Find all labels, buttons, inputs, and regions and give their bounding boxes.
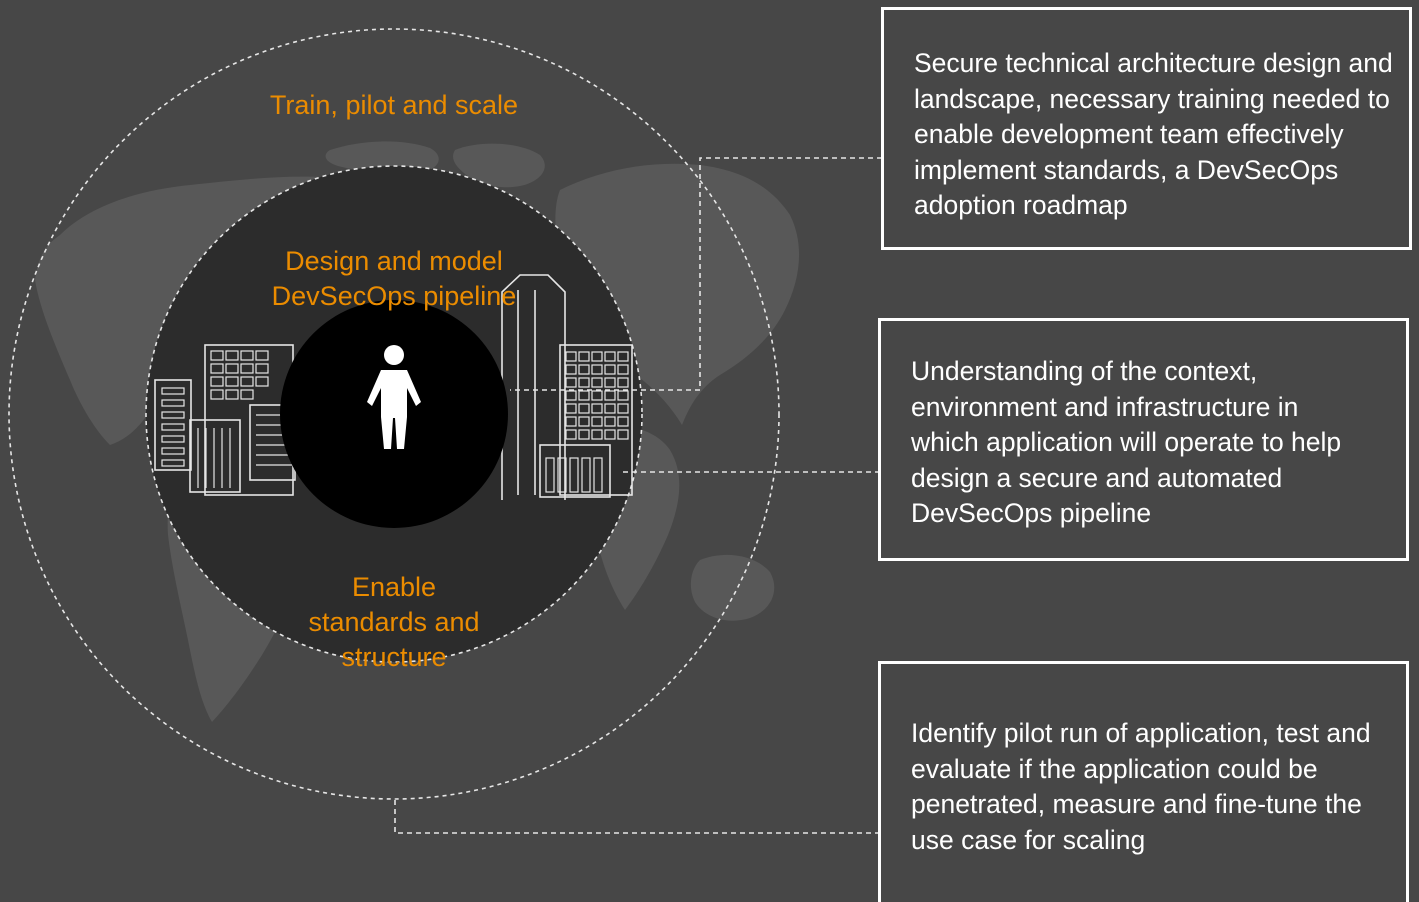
description-box-pilot: Identify pilot run of application, test … — [878, 661, 1409, 902]
description-text-context: Understanding of the context, environmen… — [911, 356, 1342, 528]
description-text-pilot: Identify pilot run of application, test … — [911, 718, 1371, 855]
outer-ring-label-text: Train, pilot and scale — [269, 90, 519, 120]
inner-ring-label: Enable standards and structure — [244, 535, 544, 675]
inner-ring-label-text: Enable standards and structure — [308, 572, 480, 672]
middle-ring-label: Design and model DevSecOps pipeline — [194, 209, 594, 314]
outer-ring — [8, 28, 780, 800]
description-box-architecture: Secure technical architecture design and… — [881, 7, 1412, 250]
description-box-context: Understanding of the context, environmen… — [878, 318, 1409, 561]
person-icon — [367, 345, 421, 449]
middle-ring-label-text: Design and model DevSecOps pipeline — [271, 246, 517, 311]
description-text-architecture: Secure technical architecture design and… — [914, 48, 1393, 220]
outer-ring-label: Train, pilot and scale — [194, 88, 594, 123]
connector-bottom — [394, 800, 880, 834]
connector-lines — [394, 157, 882, 834]
connector-top — [510, 157, 882, 391]
city-skyline-icon — [154, 274, 633, 500]
